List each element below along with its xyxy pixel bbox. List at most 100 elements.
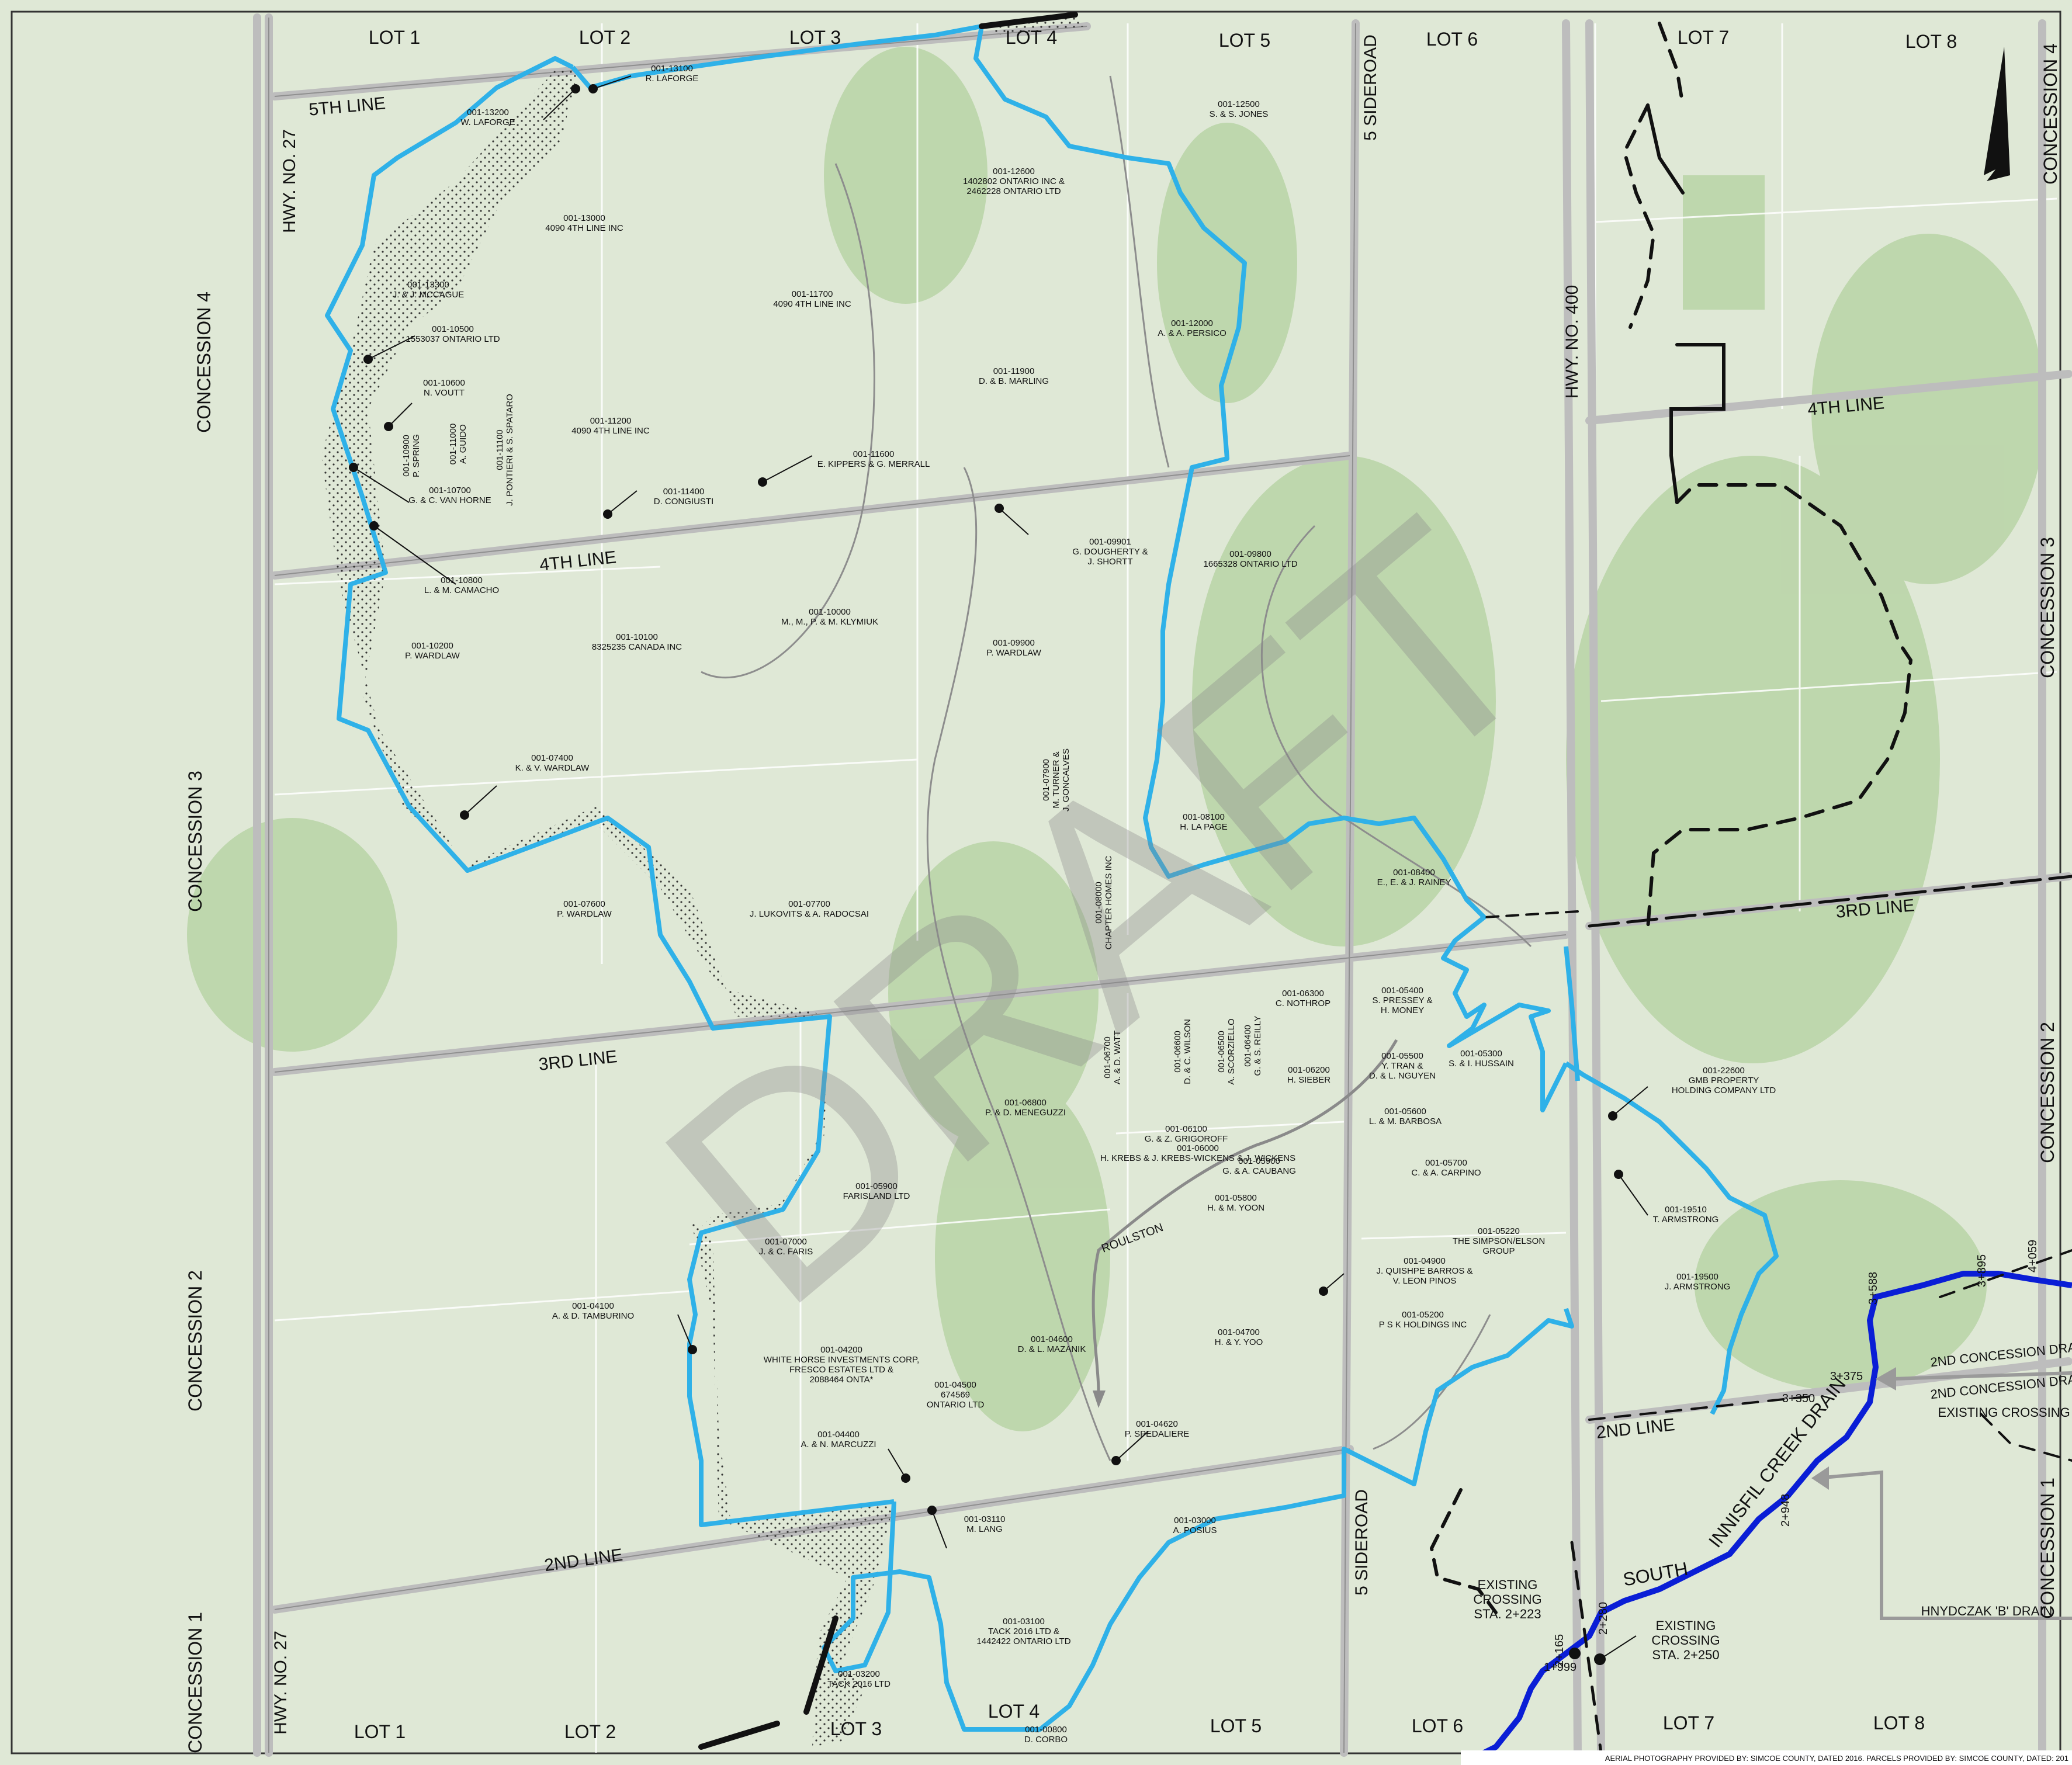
parcel-label: 001-04700 — [1218, 1327, 1260, 1337]
credit-text: AERIAL PHOTOGRAPHY PROVIDED BY: SIMCOE C… — [1605, 1754, 2068, 1763]
parcel-label: 2088464 ONTA* — [810, 1375, 874, 1385]
parcel-label: G. & C. VAN HORNE — [408, 495, 491, 505]
parcel-label: P. WARDLAW — [557, 909, 612, 919]
parcel-label-vertical: M. TURNER & — [1051, 751, 1061, 808]
hwy-400-west — [1562, 19, 1582, 1757]
parcel-label: C. & A. CARPINO — [1411, 1168, 1481, 1178]
parcel-label: 8325235 CANADA INC — [592, 642, 682, 652]
parcel-label: 001-07400 — [531, 753, 573, 763]
parcel-label: 001-05900 — [855, 1181, 898, 1191]
lot-labels-bottom: LOT 1 LOT 2 LOT 3 LOT 4 LOT 5 LOT 6 LOT … — [354, 1701, 1925, 1742]
parcel-label: FARISLAND LTD — [843, 1191, 910, 1201]
lot-label: LOT 7 — [1678, 27, 1729, 48]
concession-label: CONCESSION 4 — [193, 292, 214, 433]
parcel-label: H. & Y. YOO — [1215, 1337, 1263, 1347]
lot-label: LOT 1 — [354, 1721, 406, 1742]
parcel-label: 4090 4TH LINE INC — [545, 223, 623, 233]
leader-lines — [353, 75, 1648, 1660]
parcel-label: 001-04100 — [572, 1301, 614, 1311]
flow-arrow-icon-2 — [1811, 1466, 1829, 1490]
parcel-label-vertical: 001-10900 — [401, 435, 411, 477]
parcel-label: 001-04200 — [820, 1345, 862, 1355]
lot-label: LOT 4 — [1006, 27, 1057, 48]
concession-labels: CONCESSION 4 CONCESSION 3 CONCESSION 2 C… — [185, 43, 2061, 1753]
parcel-label-vertical: A. GUIDO — [458, 424, 468, 464]
parcel-label: 4090 4TH LINE INC — [571, 426, 650, 436]
road-label-hwy27: HWY. NO. 27 — [271, 1631, 290, 1735]
parcel-label: H. KREBS & J. KREBS-WICKENS & J. WICKENS — [1100, 1153, 1295, 1163]
lot-label: LOT 2 — [579, 27, 630, 48]
parcel-label: 001-04600 — [1031, 1334, 1073, 1344]
roulston-drain — [1092, 1039, 1398, 1391]
parcel-label: L. & M. BARBOSA — [1369, 1116, 1442, 1126]
parcel-label: H. & M. YOON — [1207, 1203, 1264, 1213]
parcel-label: 001-03110 — [964, 1514, 1006, 1524]
vegetation-patches — [187, 47, 2045, 1431]
parcel-label: HOLDING COMPANY LTD — [1672, 1086, 1776, 1095]
parcel-label: 001-11400 — [663, 487, 705, 497]
parcel-label: 001-10600 — [423, 378, 465, 388]
parcel-label: A. & N. MARCUZZI — [801, 1440, 876, 1450]
lot-label: LOT 7 — [1663, 1712, 1714, 1733]
lot-label: LOT 1 — [369, 27, 420, 48]
parcel-label: 001-13300 — [407, 280, 449, 290]
parcel-label: WHITE HORSE INVESTMENTS CORP, — [764, 1355, 919, 1365]
parcel-label: A. POSIUS — [1173, 1525, 1217, 1535]
parcel-label: FRESCO ESTATES LTD & — [789, 1365, 893, 1375]
parcel-label: S. & I. HUSSAIN — [1449, 1059, 1514, 1069]
station-labels: 3+588 3+895 4+059 3+375 3+350 2+948 2+28… — [1544, 1240, 2039, 1674]
station-label: 1+999 — [1544, 1661, 1576, 1674]
parcel-label: J. ARMSTRONG — [1665, 1282, 1731, 1292]
parcel-label: 001-07600 — [563, 899, 605, 909]
road-label-5-sideroad: 5 SIDEROAD — [1361, 34, 1380, 141]
lot-label: LOT 5 — [1210, 1715, 1262, 1736]
parcel-label: R. LAFORGE — [646, 74, 699, 84]
parcel-label-vertical: CHAPTER HOMES INC — [1104, 855, 1114, 949]
parcel-label: 1402802 ONTARIO INC & — [963, 176, 1065, 186]
parcel-label: 001-07700 — [788, 899, 830, 909]
parcel-label: GROUP — [1482, 1246, 1515, 1256]
parcel-label-vertical: J. PONTIERI & S. SPATARO — [505, 394, 515, 506]
parcel-label: D. & B. MARLING — [979, 376, 1049, 386]
parcel-label: S. & S. JONES — [1210, 109, 1269, 119]
parcel-lines — [274, 23, 2057, 1753]
parcel-label: 4090 4TH LINE INC — [773, 299, 851, 309]
parcel-label-vertical: P. SPRING — [411, 434, 421, 477]
parcel-label: 001-12600 — [993, 167, 1035, 176]
parcel-label-vertical: A. SCORZIELLO — [1226, 1018, 1236, 1084]
parcel-label: 001-04500 — [934, 1380, 976, 1390]
parcel-label-vertical: 001-08000 — [1094, 882, 1104, 924]
parcel-label: 001-05200 — [1402, 1310, 1444, 1320]
watershed-boundary — [325, 24, 1779, 1732]
parcel-label: 001-22600 — [1703, 1066, 1745, 1076]
parcel-label: 001-03200 — [838, 1669, 880, 1679]
parcel-label: 001-06000 — [1177, 1143, 1219, 1153]
parcel-label: J. QUISHPE BARROS & — [1376, 1266, 1472, 1276]
parcel-label: 001-04400 — [817, 1430, 860, 1440]
parcel-label: 001-11600 — [853, 449, 895, 459]
parcel-label: 1442422 ONTARIO LTD — [976, 1636, 1070, 1646]
lot-label: LOT 6 — [1412, 1715, 1463, 1736]
parcel-label: 001-06300 — [1282, 989, 1324, 998]
parcel-label: 001-10000 — [809, 607, 851, 617]
road-label-5-sideroad: 5 SIDEROAD — [1352, 1489, 1371, 1596]
parcel-label: 001-10100 — [616, 632, 658, 642]
concession-label: CONCESSION 2 — [2037, 1022, 2058, 1163]
parcel-label: 001-05600 — [1384, 1107, 1426, 1116]
parcel-label: 001-03000 — [1174, 1516, 1216, 1525]
parcel-label: P. WARDLAW — [405, 651, 460, 661]
parcel-label-vertical: 001-06600 — [1173, 1031, 1183, 1073]
concession-label: CONCESSION 1 — [2037, 1478, 2058, 1619]
drain-label-hnydczak: HNYDCZAK 'B' DRAIN — [1921, 1604, 2053, 1618]
hwy-400-east — [1585, 19, 1605, 1757]
parcel-label: ONTARIO LTD — [927, 1400, 985, 1410]
parcel-label: 001-06800 — [1004, 1098, 1047, 1108]
parcel-label: 001-06100 — [1165, 1124, 1207, 1134]
parcel-label: 001-10800 — [441, 575, 483, 585]
parcel-label: E., E. & J. RAINEY — [1377, 878, 1451, 887]
parcel-label: 001-13000 — [563, 213, 605, 223]
parcel-label: D. CORBO — [1024, 1735, 1068, 1745]
station-label: 2+165 — [1553, 1634, 1566, 1667]
